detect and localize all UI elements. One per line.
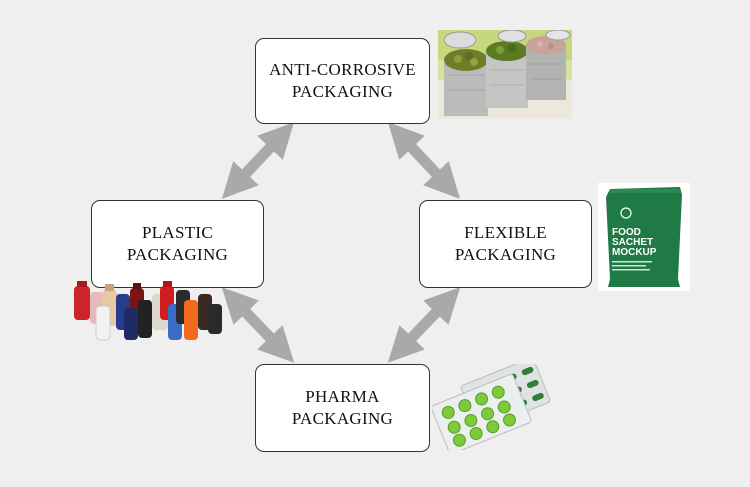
- node-label-line2: PACKAGING: [291, 409, 394, 428]
- node-label-line1: ANTI-CORROSIVE: [269, 60, 416, 79]
- node-flexible-packaging: FLEXIBLE PACKAGING: [419, 200, 592, 288]
- node-label-line1: PHARMA: [305, 387, 380, 406]
- pill-blister-image: [432, 364, 551, 450]
- node-label-line2: PACKAGING: [126, 245, 229, 264]
- node-pharma-packaging: PHARMA PACKAGING: [255, 364, 430, 452]
- node-label-line2: PACKAGING: [291, 82, 394, 101]
- node-label-line1: FLEXIBLE: [464, 223, 547, 242]
- arrow-anti-plastic: [221, 122, 295, 199]
- sachet-text-line3: MOCKUP: [612, 247, 657, 258]
- sachet-text-line2: SACHET: [612, 237, 653, 248]
- cans-image: [438, 30, 572, 119]
- arrow-plastic-pharma: [221, 287, 295, 363]
- food-sachet-image: FOOD SACHET MOCKUP: [598, 183, 690, 291]
- plastic-bottles-image: [74, 281, 222, 341]
- arrow-flexible-pharma: [387, 287, 461, 363]
- node-label-line1: PLASTIC: [141, 223, 214, 242]
- node-anti-corrosive-packaging: ANTI-CORROSIVE PACKAGING: [255, 38, 430, 124]
- arrow-anti-flexible: [387, 122, 461, 199]
- node-plastic-packaging: PLASTIC PACKAGING: [91, 200, 264, 288]
- node-label-line2: PACKAGING: [454, 245, 557, 264]
- sachet-text-line1: FOOD: [612, 227, 641, 238]
